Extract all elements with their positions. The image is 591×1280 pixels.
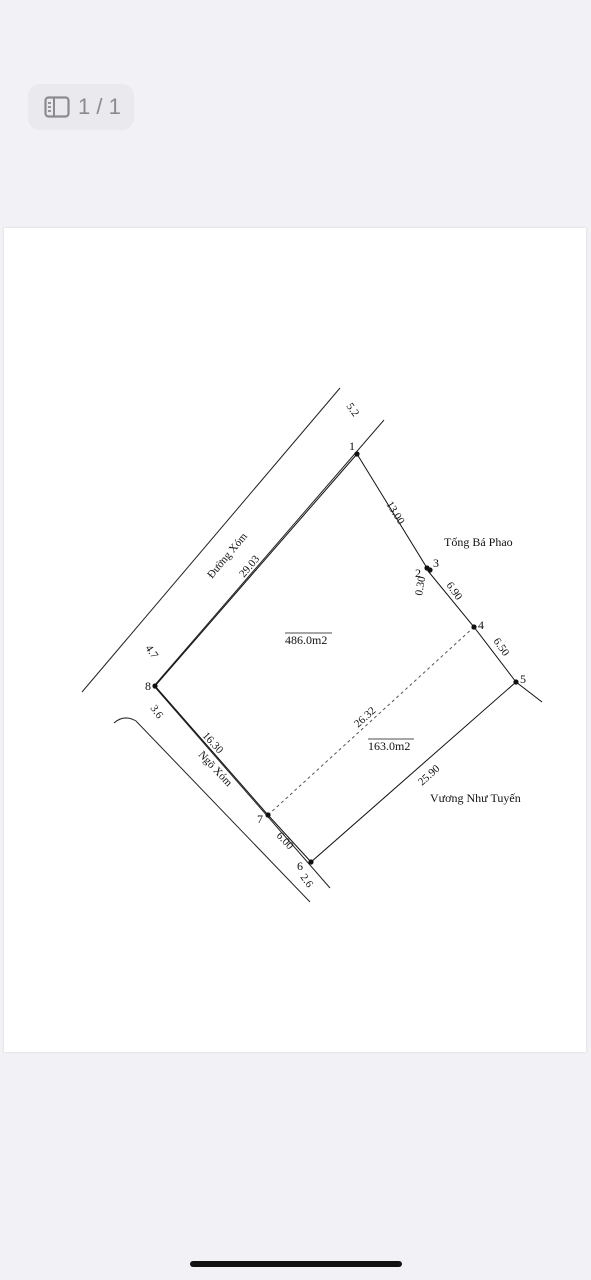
page-count-label: 1 / 1 — [78, 94, 121, 119]
road-width-top: 5.2 — [344, 401, 362, 419]
dimension-6-7: 6.00 — [274, 830, 296, 853]
road-edge-outer — [81, 387, 341, 693]
vertex-4 — [471, 624, 477, 630]
vertex-label-1: 1 — [349, 439, 355, 453]
vertex-1 — [354, 451, 360, 457]
boundary-extension-5 — [515, 681, 543, 703]
neighbor-top-label: Tống Bá Phao — [444, 535, 513, 549]
neighbor-bottom-label: Vương Như Tuyến — [430, 791, 521, 805]
lane-edge-inner — [153, 685, 331, 889]
road-edge-inner — [153, 419, 385, 687]
dimension-4-5: 6.50 — [491, 636, 512, 659]
vertex-label-2: 2 — [415, 566, 421, 580]
document-page: 1 2 3 4 5 6 7 8 486.0m2 163.0m2 13.00 0.… — [4, 228, 586, 1052]
road-width-mid: 4.7 — [143, 643, 161, 662]
dimension-2-3: 0.30 — [413, 575, 428, 597]
dimension-3-4: 6.90 — [444, 580, 465, 603]
vertex-label-8: 8 — [145, 679, 151, 693]
sidebar-page-icon — [44, 96, 70, 118]
dimension-1-3: 13.00 — [383, 499, 407, 527]
vertex-label-4: 4 — [478, 618, 484, 632]
vertex-5 — [513, 679, 519, 685]
vertex-3 — [427, 567, 433, 573]
vertex-label-3: 3 — [433, 556, 439, 570]
lane-edge-outer — [113, 717, 311, 903]
lane-width-bottom: 2.6 — [298, 872, 316, 891]
area-sub-label: 163.0m2 — [368, 739, 410, 753]
division-line-4-7 — [267, 626, 475, 816]
vertex-8 — [152, 683, 158, 689]
vertex-7 — [265, 812, 271, 818]
page-indicator[interactable]: 1 / 1 — [28, 84, 134, 130]
home-indicator[interactable] — [190, 1261, 402, 1267]
vertex-label-5: 5 — [520, 672, 526, 686]
lane-width-top: 3.6 — [148, 703, 166, 722]
vertex-label-6: 6 — [297, 859, 303, 873]
vertex-label-7: 7 — [257, 812, 263, 826]
area-main-label: 486.0m2 — [285, 633, 327, 647]
land-plot-drawing: 1 2 3 4 5 6 7 8 486.0m2 163.0m2 13.00 0.… — [81, 387, 543, 903]
vertex-6 — [308, 859, 314, 865]
